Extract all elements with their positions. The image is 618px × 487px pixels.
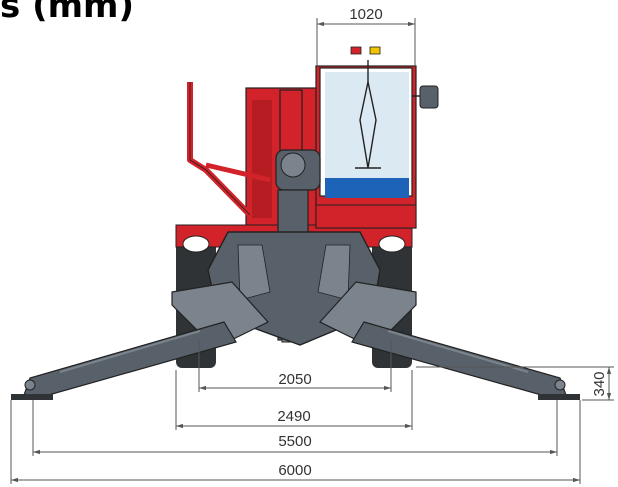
machine-illustration	[11, 46, 580, 400]
right-outrigger	[351, 321, 580, 400]
dimension-lines	[10, 18, 614, 484]
beacon-red	[350, 46, 362, 55]
right-stabilizer-pad	[538, 394, 580, 400]
cab-width-label: 1020	[349, 6, 382, 23]
operator-cab	[315, 46, 439, 229]
right-lamp	[378, 235, 406, 253]
left-outrigger-hinge	[171, 281, 269, 349]
left-lamp	[182, 235, 210, 253]
total-span-label: 6000	[278, 462, 311, 479]
inner-track-label: 2050	[278, 371, 311, 388]
right-outrigger-hinge	[319, 281, 417, 349]
body-width-label: 2490	[277, 408, 310, 425]
page-title: s (mm)	[0, 0, 135, 26]
pad-height-label: 340	[591, 371, 608, 396]
handrail	[187, 82, 253, 218]
side-mirror	[419, 85, 439, 109]
left-outrigger	[11, 321, 237, 400]
left-stabilizer-pad	[11, 394, 53, 400]
pad-span-label: 5500	[278, 433, 311, 450]
beacon-yellow	[369, 46, 381, 55]
